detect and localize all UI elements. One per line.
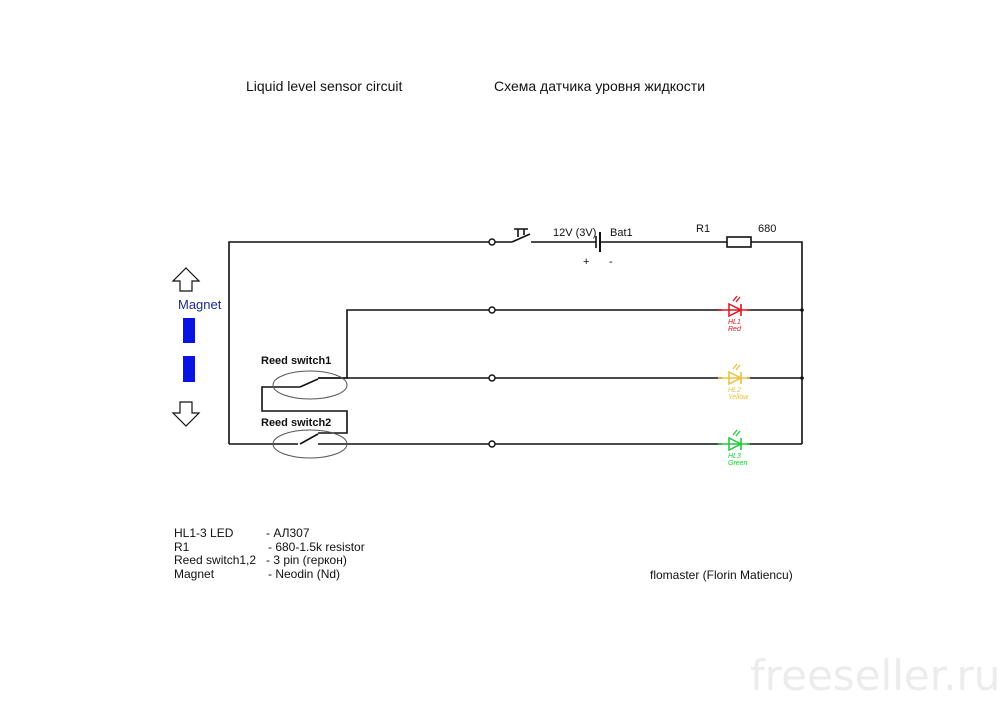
led-color-label: Red	[728, 326, 742, 333]
resistor-body	[726, 236, 752, 248]
resistor-name: R1	[696, 223, 710, 235]
reed1-contact	[299, 378, 319, 388]
magnet-label: Magnet	[178, 297, 222, 312]
title-english: Liquid level sensor circuit	[246, 78, 403, 94]
wire-hl1	[318, 309, 722, 379]
wire-reed-link	[261, 386, 348, 434]
wire-right	[751, 241, 803, 444]
reed-switch2-glass	[272, 429, 348, 459]
terminal	[488, 440, 496, 448]
led-name: HL3	[728, 453, 741, 460]
battery-name: Bat1	[610, 227, 633, 239]
author: flomaster (Florin Matiencu)	[650, 568, 793, 582]
arrow-down-icon	[171, 401, 201, 427]
legend-row: Magnet- Neodin (Nd)	[174, 566, 341, 581]
terminal	[488, 306, 496, 314]
led-color-label: Yellow	[728, 394, 749, 401]
wire-top-left	[228, 241, 512, 444]
legend-row: HL1-3 LED- АЛ307	[174, 526, 310, 540]
reed-switch2-label: Reed switch2	[261, 417, 331, 429]
led-name: HL1	[728, 319, 741, 326]
arrow-up-icon	[171, 267, 201, 292]
led-green: HL3 Green	[718, 429, 750, 467]
terminal	[488, 374, 496, 382]
led-color-label: Green	[728, 460, 748, 467]
battery-voltage: 12V (3V)	[553, 227, 596, 239]
title-russian: Схема датчика уровня жидкости	[494, 78, 705, 94]
junctions	[800, 308, 804, 380]
push-switch-contact	[511, 233, 531, 243]
battery-plus: +	[583, 256, 589, 268]
terminals	[488, 238, 496, 448]
wires	[228, 228, 803, 445]
magnet-gap	[183, 343, 195, 356]
watermark: freeseller.ru	[750, 651, 1000, 700]
reed-switch1-label: Reed switch1	[261, 355, 331, 367]
push-switch-button	[514, 228, 528, 237]
resistor-value: 680	[758, 223, 776, 235]
terminal	[488, 238, 496, 246]
reed-switch1-glass	[272, 370, 348, 400]
led-name: HL2	[728, 387, 741, 394]
legend-row: Reed switch1,2- 3 pin (геркон)	[174, 553, 347, 567]
reed2-contact	[299, 433, 319, 445]
legend-row: R1- 680-1.5k resistor	[174, 539, 365, 554]
battery-minus: -	[609, 256, 613, 268]
component-legend: HL1-3 LED- АЛ307 R1- 680-1.5k resistor R…	[174, 526, 365, 581]
led-yellow: HL2 Yellow	[718, 363, 750, 401]
led-red: HL1 Red	[718, 295, 750, 333]
